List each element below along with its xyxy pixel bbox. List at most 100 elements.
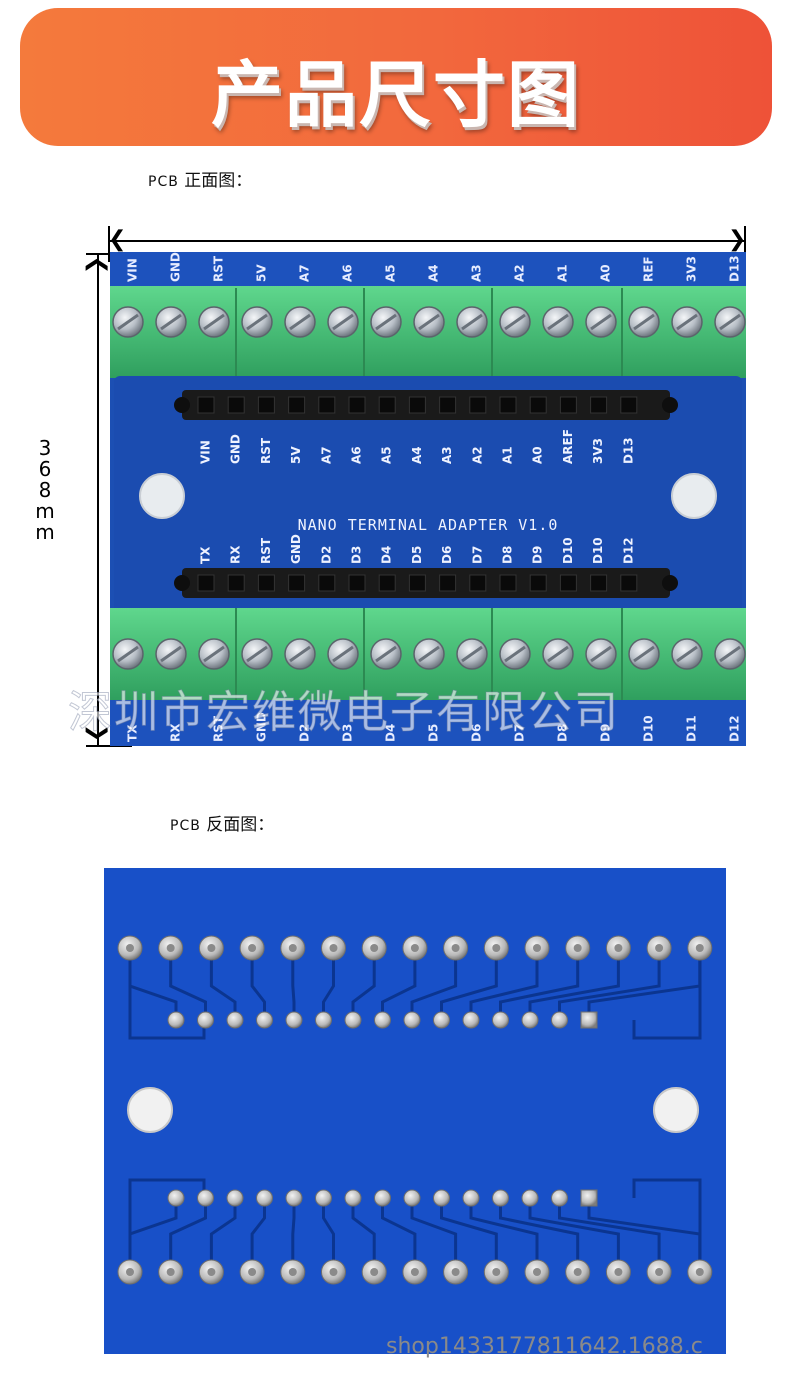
pin-label: D3 [350, 546, 364, 564]
solder-pad-small-icon [462, 1189, 480, 1207]
banner-title: 产品尺寸图 [210, 53, 581, 137]
copper-trace-edge [632, 948, 702, 1040]
header-pin-socket [348, 396, 366, 414]
header-pin-socket [439, 396, 457, 414]
copper-trace [209, 1198, 237, 1272]
screw-slot [289, 313, 311, 331]
title-banner: 产品尺寸图 [20, 8, 772, 146]
screw-slot [719, 313, 741, 331]
solder-pad-small-icon [285, 1189, 303, 1207]
header-pin-socket [469, 574, 487, 592]
header-pin-socket [257, 574, 275, 592]
screw-slot [590, 313, 612, 331]
pcb-back-image [104, 868, 726, 1354]
header-pin-socket [529, 396, 547, 414]
pad-hole-icon [329, 944, 338, 952]
pin-label: GND [289, 534, 303, 564]
copper-trace [528, 1198, 620, 1272]
pad-hole-icon [695, 1268, 704, 1276]
copper-trace [322, 1198, 335, 1272]
screw-slot [117, 645, 139, 663]
header-pin-socket [499, 574, 517, 592]
pad-hole-icon [288, 944, 297, 952]
pin-label: RST [259, 537, 273, 564]
pin-label: A6 [350, 446, 364, 464]
header-end-left-bottom-icon [174, 575, 190, 591]
header-pin-socket [559, 574, 577, 592]
pad-hole-icon [573, 1268, 582, 1276]
screw-slot [418, 313, 440, 331]
solder-pad-small-icon [433, 1189, 450, 1207]
screw-slot [547, 645, 569, 663]
mount-hole-left-icon [139, 473, 185, 519]
copper-traces [128, 948, 702, 1272]
pin-label: A7 [298, 264, 312, 282]
header-end-right-bottom-icon [662, 575, 678, 591]
screw-slot [117, 313, 139, 331]
header-pin-socket [378, 574, 396, 592]
bottom-label-strip [110, 700, 746, 746]
pin-label: D9 [599, 724, 613, 742]
pin-label: D3 [341, 724, 355, 742]
pad-hole-icon [451, 944, 460, 952]
solder-pad-small-icon [344, 1011, 362, 1029]
screw-slot [246, 313, 268, 331]
screw-slot [418, 645, 440, 663]
solder-pad-small-icon [226, 1189, 244, 1207]
header-pin-socket [227, 396, 245, 414]
height-bottom-tick [86, 745, 132, 747]
pad-hole-icon [492, 944, 501, 952]
header-pin-socket [620, 396, 638, 414]
pin-label: RX [169, 723, 183, 742]
pin-label: A2 [513, 264, 527, 282]
height-dimension-line [97, 254, 99, 746]
top-screws [112, 306, 746, 338]
pin-label: D4 [384, 724, 398, 742]
pad-hole-icon [410, 1268, 419, 1276]
pin-label: D13 [728, 255, 742, 282]
header-pin-socket [348, 574, 366, 592]
pad-hole-icon [655, 944, 664, 952]
pad-hole-icon [573, 944, 582, 952]
copper-trace [351, 1198, 376, 1272]
pad-hole-icon [329, 1268, 338, 1276]
pad-hole-icon [166, 944, 175, 952]
solder-pad-small-icon [167, 1189, 185, 1207]
copper-trace [209, 948, 237, 1020]
copper-trace-edge [632, 1178, 702, 1272]
pad-hole-icon [248, 944, 257, 952]
copper-trace [558, 1198, 661, 1272]
pad-hole-icon [614, 1268, 623, 1276]
solder-pad-small-icon [521, 1011, 539, 1029]
copper-trace [322, 948, 335, 1020]
width-dimension-line [108, 240, 746, 242]
pin-label: D10 [561, 537, 575, 564]
arrow-right-icon: ❯ [728, 227, 747, 252]
solder-pad-small-icon [374, 1189, 391, 1207]
pin-label: D5 [410, 546, 424, 564]
screw-slot [246, 645, 268, 663]
screw-slot [375, 645, 397, 663]
pin-label: RST [212, 255, 226, 282]
pin-label: RX [229, 545, 243, 564]
header-pin-socket [469, 396, 487, 414]
bottom-screws [112, 638, 746, 670]
copper-trace [528, 948, 620, 1020]
top-label-strip [110, 252, 746, 288]
pin-label: A4 [427, 264, 441, 282]
pad-hole-icon [288, 1268, 297, 1276]
screw-slot [461, 645, 483, 663]
header-pin-socket [408, 396, 426, 414]
header-pin-socket [378, 396, 396, 414]
screw-slot [633, 645, 655, 663]
pad-hole-icon [370, 944, 379, 952]
pad-hole-icon [695, 944, 704, 952]
pin-label: A3 [470, 264, 484, 282]
screw-slot [547, 313, 569, 331]
width-right-tick [744, 226, 746, 262]
copper-trace-edge [128, 1178, 206, 1272]
pin-label: D8 [556, 724, 570, 742]
back-label-text: 反面图： [206, 815, 275, 835]
pad-hole-icon [207, 1268, 216, 1276]
pin-label: RST [259, 437, 273, 464]
